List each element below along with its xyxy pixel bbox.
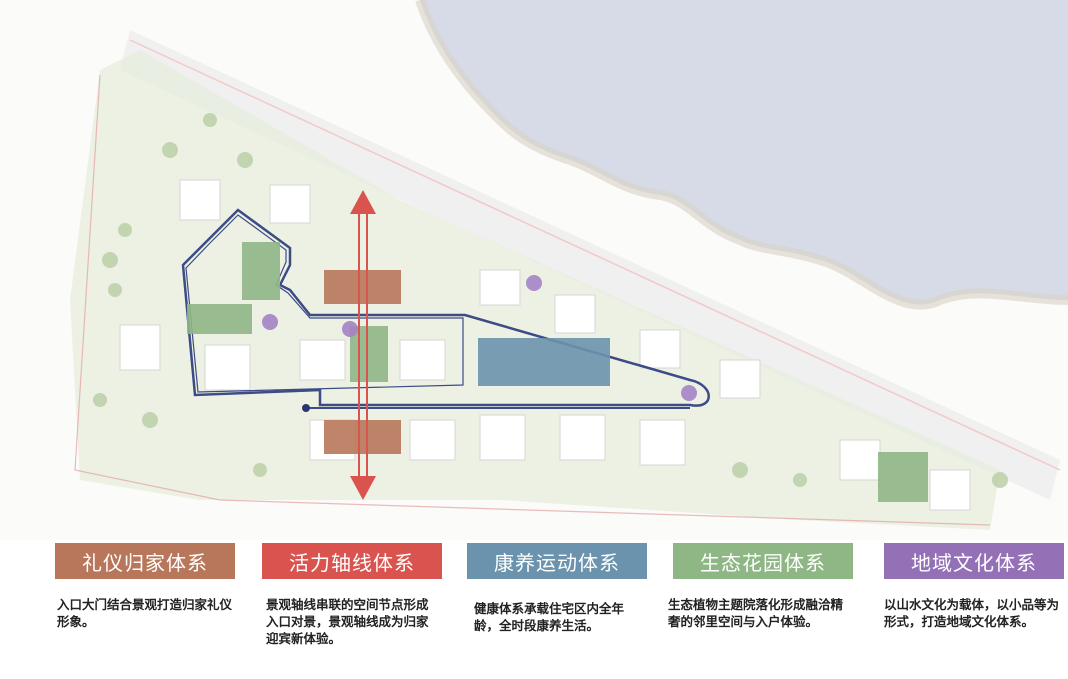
route-start-dot (302, 404, 310, 412)
culture-dot (262, 314, 278, 330)
system-desc-sports: 健康体系承载住宅区内全年龄，全时段康养生活。 (474, 601, 625, 633)
culture-dot (526, 275, 542, 291)
main-road (120, 30, 1060, 500)
system-label-sports: 康养运动体系 (467, 543, 647, 579)
ritual-block (324, 420, 401, 454)
ritual-block (324, 270, 401, 304)
circulation-route (181, 208, 710, 407)
river (420, 0, 1068, 305)
garden-block (350, 326, 388, 382)
sports-block (478, 338, 610, 386)
site-plan-map (70, 0, 1068, 530)
system-label-culture: 地域文化体系 (884, 543, 1064, 579)
system-desc-culture: 以山水文化为载体，以小品等为形式，打造地域文化体系。 (884, 597, 1060, 629)
culture-dot (681, 385, 697, 401)
garden-block (242, 242, 280, 300)
culture-dot (342, 321, 358, 337)
system-desc-garden: 生态植物主题院落化形成融洽精奢的邻里空间与入户体验。 (668, 597, 844, 629)
system-label-ritual: 礼仪归家体系 (55, 543, 235, 579)
system-label-axis: 活力轴线体系 (262, 543, 442, 579)
system-desc-ritual: 入口大门结合景观打造归家礼仪形象。 (57, 597, 233, 629)
garden-block (878, 452, 928, 502)
system-desc-axis: 景观轴线串联的空间节点形成入口对景，景观轴线成为归家迎宾新体验。 (266, 597, 429, 646)
system-label-garden: 生态花园体系 (673, 543, 853, 579)
garden-block (187, 304, 252, 334)
axis-arrow (350, 190, 376, 500)
